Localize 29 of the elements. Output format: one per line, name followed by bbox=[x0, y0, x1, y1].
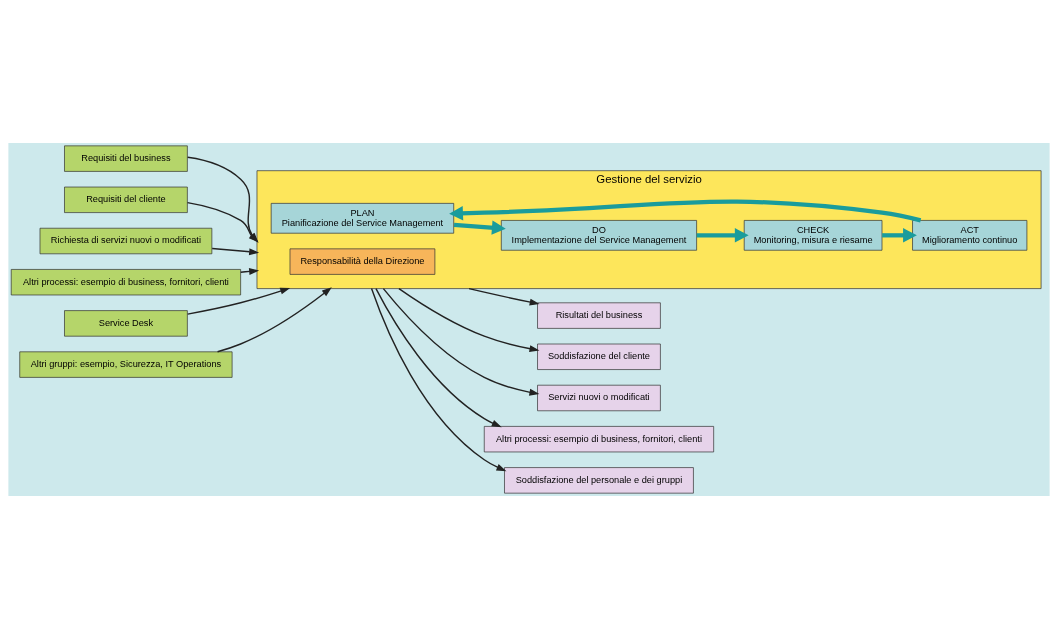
node-box: Risultati del business bbox=[537, 301, 661, 329]
arrow bbox=[382, 287, 540, 396]
node-box: DO Implementazione del Service Management bbox=[500, 219, 697, 251]
node-box: Richiesta di servizi nuovi o modificati bbox=[39, 227, 213, 254]
arrow bbox=[240, 267, 260, 275]
node-box: Altri gruppi: esempio, Sicurezza, IT Operations bbox=[19, 350, 233, 378]
arrow bbox=[375, 287, 502, 427]
node-box: Requisiti del cliente bbox=[64, 186, 188, 213]
arrow bbox=[216, 286, 332, 352]
node-box: Altri processi: esempio di business, fornitori, clienti bbox=[483, 425, 715, 452]
arrow bbox=[882, 227, 917, 243]
arrow bbox=[370, 287, 507, 471]
arrow bbox=[453, 219, 506, 235]
node-box: PLAN Pianificazione del Service Management bbox=[270, 202, 455, 234]
node-box: Requisiti del business bbox=[64, 145, 188, 172]
arrow bbox=[696, 227, 749, 243]
node-box: Soddisfazione del personale e dei gruppi bbox=[504, 466, 694, 493]
arrow bbox=[211, 247, 260, 255]
node-box: Responsabilità della Direzione bbox=[289, 247, 436, 275]
arrow bbox=[398, 287, 540, 352]
node-box: Servizi nuovi o modificati bbox=[537, 384, 661, 411]
node-box: Soddisfazione del cliente bbox=[537, 343, 661, 370]
node-box: ACT Miglioramento continuo bbox=[912, 219, 1028, 251]
node-box: Altri processi: esempio di business, fornitori, clienti bbox=[10, 268, 241, 295]
arrow bbox=[186, 287, 291, 315]
node-box: Service Desk bbox=[64, 309, 188, 337]
arrow bbox=[449, 199, 922, 222]
arrow bbox=[468, 287, 540, 305]
node-box: CHECK Monitoring, misura e riesame bbox=[743, 219, 883, 251]
